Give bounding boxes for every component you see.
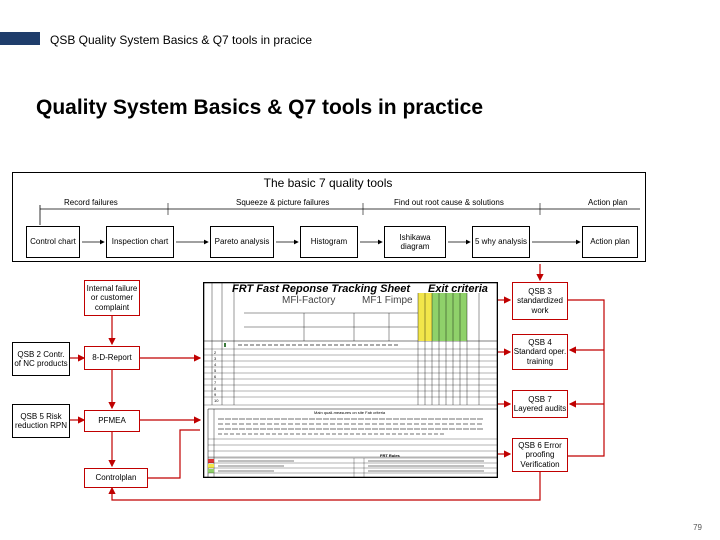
box-pfmea: PFMEA	[84, 410, 140, 432]
row-number: 2	[214, 350, 217, 355]
sheet-fimpe-label: MF1 Fimpe	[362, 295, 413, 306]
tool-control-chart: Control chart	[26, 226, 80, 258]
box-qsb5: QSB 5 Risk reduction RPN	[12, 404, 70, 438]
row-number: 8	[214, 386, 217, 391]
box-qsb2: QSB 2 Contr. of NC products	[12, 342, 70, 376]
brand-bar	[0, 32, 40, 45]
caption-squeeze: Squeeze & picture failures	[236, 198, 330, 207]
sheet-grid	[204, 283, 497, 477]
box-qsb4: QSB 4 Standard oper. training	[512, 334, 568, 370]
row-number: 10	[214, 398, 219, 403]
page-title: Quality System Basics & Q7 tools in prac…	[36, 96, 483, 119]
tool-pareto-analysis: Pareto analysis	[210, 226, 274, 258]
box-qsb7: QSB 7 Layered audits	[512, 390, 568, 418]
row-number: 3	[214, 356, 217, 361]
lower-table-header: Main quali-measures on site Fab criteria	[314, 410, 386, 415]
row-number: 6	[214, 374, 217, 379]
box-qsb3: QSB 3 standardized work	[512, 282, 568, 320]
tool-5why-analysis: 5 why analysis	[472, 226, 530, 258]
box-controlplan: Controlplan	[84, 468, 148, 488]
caption-action: Action plan	[588, 198, 628, 207]
page-number: 79	[693, 523, 702, 532]
sheet-title: FRT Fast Reponse Tracking Sheet	[232, 283, 411, 295]
sheet-exit-criteria: Exit criteria	[428, 283, 488, 295]
tool-ishikawa-diagram: Ishikawa diagram	[384, 226, 446, 258]
row-number: 5	[214, 368, 217, 373]
frt-tracking-sheet: Main quali-measures on site Fab criteria…	[203, 282, 498, 478]
box-8d-report: 8-D-Report	[84, 346, 140, 370]
tool-inspection-chart: Inspection chart	[106, 226, 174, 258]
row-number: 4	[214, 362, 217, 367]
frt-rules-label: FRT Rules	[380, 453, 400, 458]
sheet-factory-label: MFl-Factory	[282, 295, 336, 306]
box-qsb6: QSB 6 Error proofing Verification	[512, 438, 568, 472]
row-number: 7	[214, 380, 217, 385]
q7-panel-title: The basic 7 quality tools	[263, 176, 393, 190]
tool-action-plan: Action plan	[582, 226, 638, 258]
header-text: QSB Quality System Basics & Q7 tools in …	[50, 33, 313, 47]
box-internal-failure: Internal failure or customer complaint	[84, 280, 140, 316]
row-number: 9	[214, 392, 217, 397]
tool-histogram: Histogram	[300, 226, 358, 258]
caption-find: Find out root cause & solutions	[394, 198, 504, 207]
caption-record: Record failures	[64, 198, 118, 207]
